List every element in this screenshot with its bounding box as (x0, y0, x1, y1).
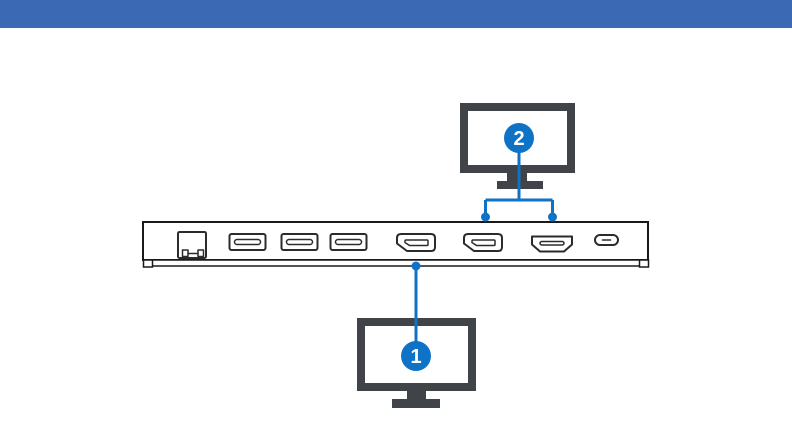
displayport-port-icon (396, 233, 436, 252)
usb-a-port-icon (228, 233, 267, 251)
callout-1-badge: 1 (401, 341, 431, 371)
ethernet-port-icon (177, 231, 207, 259)
dock-base (149, 259, 643, 267)
connector-dot-hdmi (548, 212, 557, 222)
usb-a-port-icon (329, 233, 368, 251)
monitor-2-connection-line (481, 138, 557, 222)
header-bar (0, 0, 792, 28)
hdmi-port-icon (531, 235, 573, 253)
connector-dot-displayport-2 (481, 212, 490, 222)
callout-1-label: 1 (410, 346, 421, 368)
usb-a-port-icon (280, 233, 319, 251)
connector-dot-displayport-1 (411, 261, 421, 271)
docking-station (142, 221, 650, 268)
callout-2-badge: 2 (504, 123, 534, 153)
dock-foot-right (638, 259, 650, 268)
usb-c-port-icon (594, 234, 619, 246)
displayport-port-icon (463, 233, 503, 252)
connection-diagram: 2 1 (142, 103, 650, 408)
dock-foot-left (142, 259, 154, 268)
callout-2-label: 2 (513, 128, 524, 150)
